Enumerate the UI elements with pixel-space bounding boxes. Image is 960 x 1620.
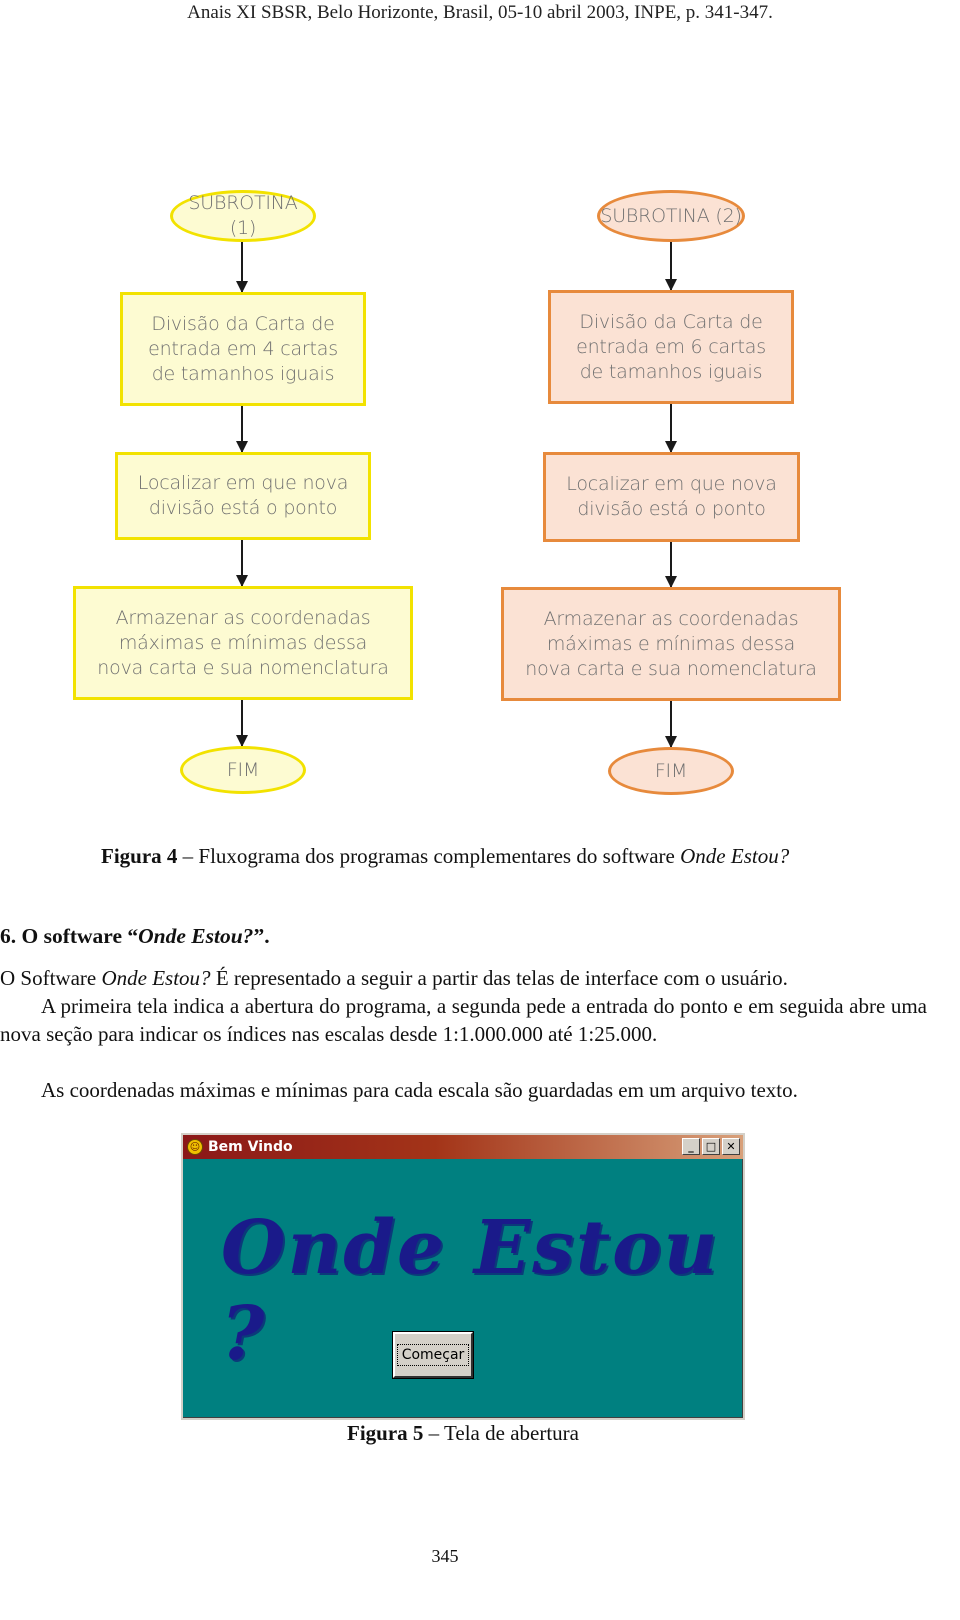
right-step-store-label: Armazenar as coordenadas máximas e mínim… — [525, 607, 817, 680]
section-title-italic: Onde Estou? — [138, 924, 254, 948]
figure-4-caption: Figura 4 – Fluxograma dos programas comp… — [101, 844, 789, 869]
figure-5-caption: Figura 5 – Tela de abertura — [0, 1421, 926, 1446]
right-step-divide-label: Divisão da Carta de entrada em 6 cartas … — [576, 310, 766, 383]
left-end-label: FIM — [226, 758, 260, 781]
right-step-divide: Divisão da Carta de entrada em 6 cartas … — [548, 290, 794, 404]
start-button-label: Começar — [396, 1344, 470, 1366]
brand-title: Onde Estou ? — [221, 1205, 720, 1377]
left-step-divide-label: Divisão da Carta de entrada em 4 cartas … — [148, 312, 338, 385]
figure-5-label: Figura 5 — [347, 1421, 424, 1445]
right-step-locate: Localizar em que nova divisão está o pon… — [543, 452, 800, 542]
flowchart-figure: SUBROTINA (1) Divisão da Carta de entrad… — [0, 180, 960, 820]
page-number: 345 — [431, 1546, 459, 1566]
left-end-oval: FIM — [180, 746, 306, 794]
left-step-locate: Localizar em que nova divisão está o pon… — [115, 452, 371, 540]
start-button[interactable]: Começar — [393, 1332, 473, 1378]
paragraph-2: A primeira tela indica a abertura do pro… — [0, 994, 927, 1046]
left-step-locate-label: Localizar em que nova divisão está o pon… — [137, 472, 349, 519]
running-header: Anais XI SBSR, Belo Horizonte, Brasil, 0… — [187, 2, 773, 23]
left-step-store: Armazenar as coordenadas máximas e mínim… — [73, 586, 413, 700]
right-step-store: Armazenar as coordenadas máximas e mínim… — [501, 587, 841, 701]
paragraph-1-italic: Onde Estou? — [101, 966, 211, 990]
minimize-icon[interactable]: _ — [682, 1138, 700, 1155]
section-heading: 6. O software “Onde Estou?”. — [0, 924, 270, 949]
right-start-label: SUBROTINA (2) — [600, 204, 742, 227]
app-icon: ☺ — [187, 1139, 203, 1155]
figure-5-text: – Tela de abertura — [423, 1421, 579, 1445]
window-title: Bem Vindo — [208, 1139, 293, 1155]
left-step-store-label: Armazenar as coordenadas máximas e mínim… — [97, 606, 389, 679]
paragraph-1-suffix: É representado a seguir a partir das tel… — [210, 966, 788, 990]
right-end-oval: FIM — [608, 747, 734, 795]
paragraph-1: O Software Onde Estou? É representado a … — [0, 964, 940, 992]
figure-4-text: – Fluxograma dos programas complementare… — [177, 844, 681, 868]
paragraph-1-prefix: O Software — [0, 966, 102, 990]
figure-4-italic: Onde Estou? — [680, 844, 790, 868]
left-start-label: SUBROTINA (1) — [188, 192, 298, 239]
right-step-locate-label: Localizar em que nova divisão está o pon… — [566, 473, 777, 520]
right-start-oval: SUBROTINA (2) — [597, 190, 745, 242]
section-title-prefix: 6. O software “ — [0, 924, 139, 948]
welcome-window: ☺ Bem Vindo _ □ ✕ Onde Estou ? Começar — [181, 1133, 745, 1420]
figure-4-label: Figura 4 — [101, 844, 178, 868]
window-controls: _ □ ✕ — [682, 1138, 740, 1155]
window-titlebar[interactable]: ☺ Bem Vindo _ □ ✕ — [183, 1135, 743, 1159]
section-title-suffix: ”. — [253, 924, 270, 948]
left-step-divide: Divisão da Carta de entrada em 4 cartas … — [120, 292, 366, 406]
maximize-icon[interactable]: □ — [702, 1138, 720, 1155]
paragraph-3: As coordenadas máximas e mínimas para ca… — [41, 1078, 798, 1102]
right-end-label: FIM — [654, 759, 688, 782]
close-icon[interactable]: ✕ — [722, 1138, 740, 1155]
left-start-oval: SUBROTINA (1) — [170, 190, 316, 242]
